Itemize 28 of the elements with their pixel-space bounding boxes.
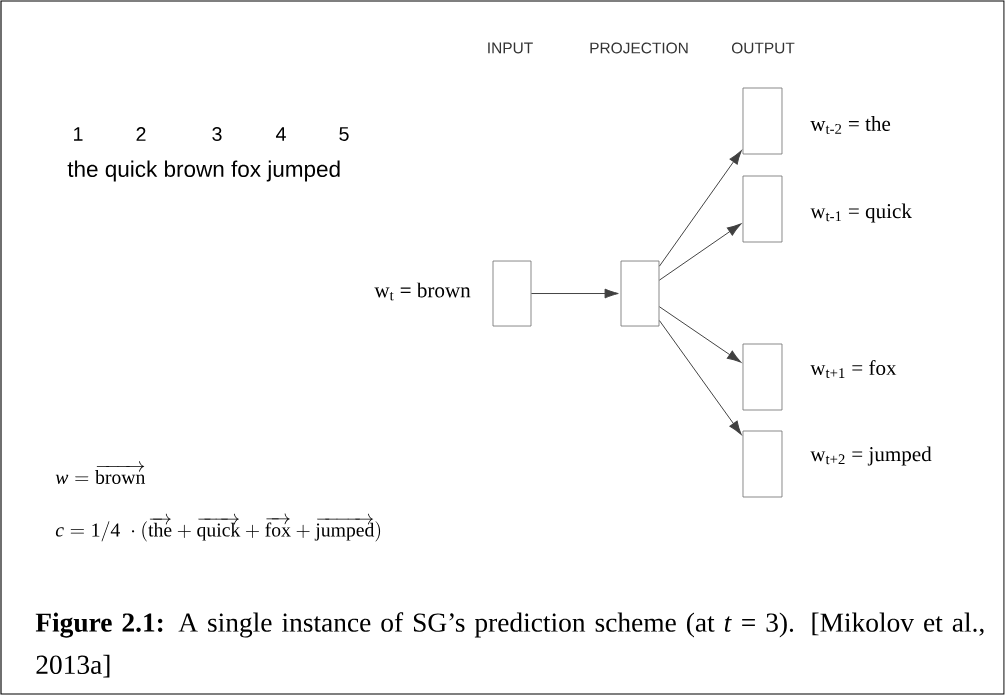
formula: $\mathit{c} = \mathrm{1/4}\ \cdot(\overrightarrow{\mathrm{the}} + \overrightarrow{\mathrm{quick}} + \overrightarrow{\mathrm{fox}} + \overrightarrow{\mathrm{jumped}})$ [55,513,381,542]
position-number: 2 [136,127,146,141]
layer-box [742,430,783,498]
column-heading: PROJECTION [590,42,688,54]
layer-box [620,260,660,327]
position-number: 3 [212,127,222,141]
formula: $\mathit{w} = \overrightarrow{\mathrm{brown}}$ [55,461,146,484]
position-number: 1 [74,127,83,141]
arrow [658,306,742,363]
example-sentence: the quick brown fox jumped [67,160,340,182]
arrow [530,288,619,299]
arrow [658,150,742,267]
layer-box [742,343,783,411]
column-heading: OUTPUT [731,42,795,54]
word-label: w$_{t+2}$ = jumped [810,446,932,466]
figure-caption: Figure 2.1: A single instance of SG’s prediction scheme (at t = 3). [Mikolov et al., 2013a] [35,612,984,678]
arrow [658,223,742,281]
position-number: 4 [276,127,286,141]
column-heading: INPUT [488,42,533,54]
word-label: w$_{t+1}$ = fox [810,360,897,379]
arrow [658,320,742,435]
word-label: w$_{t}$ = brown [374,282,471,301]
layer-box [492,260,532,327]
layer-box [742,175,783,243]
layer-box [742,87,783,155]
position-number: 5 [339,127,349,141]
word-label: w$_{t-2}$ = the [810,116,891,134]
word-label: w$_{t-1}$ = quick [810,203,912,223]
